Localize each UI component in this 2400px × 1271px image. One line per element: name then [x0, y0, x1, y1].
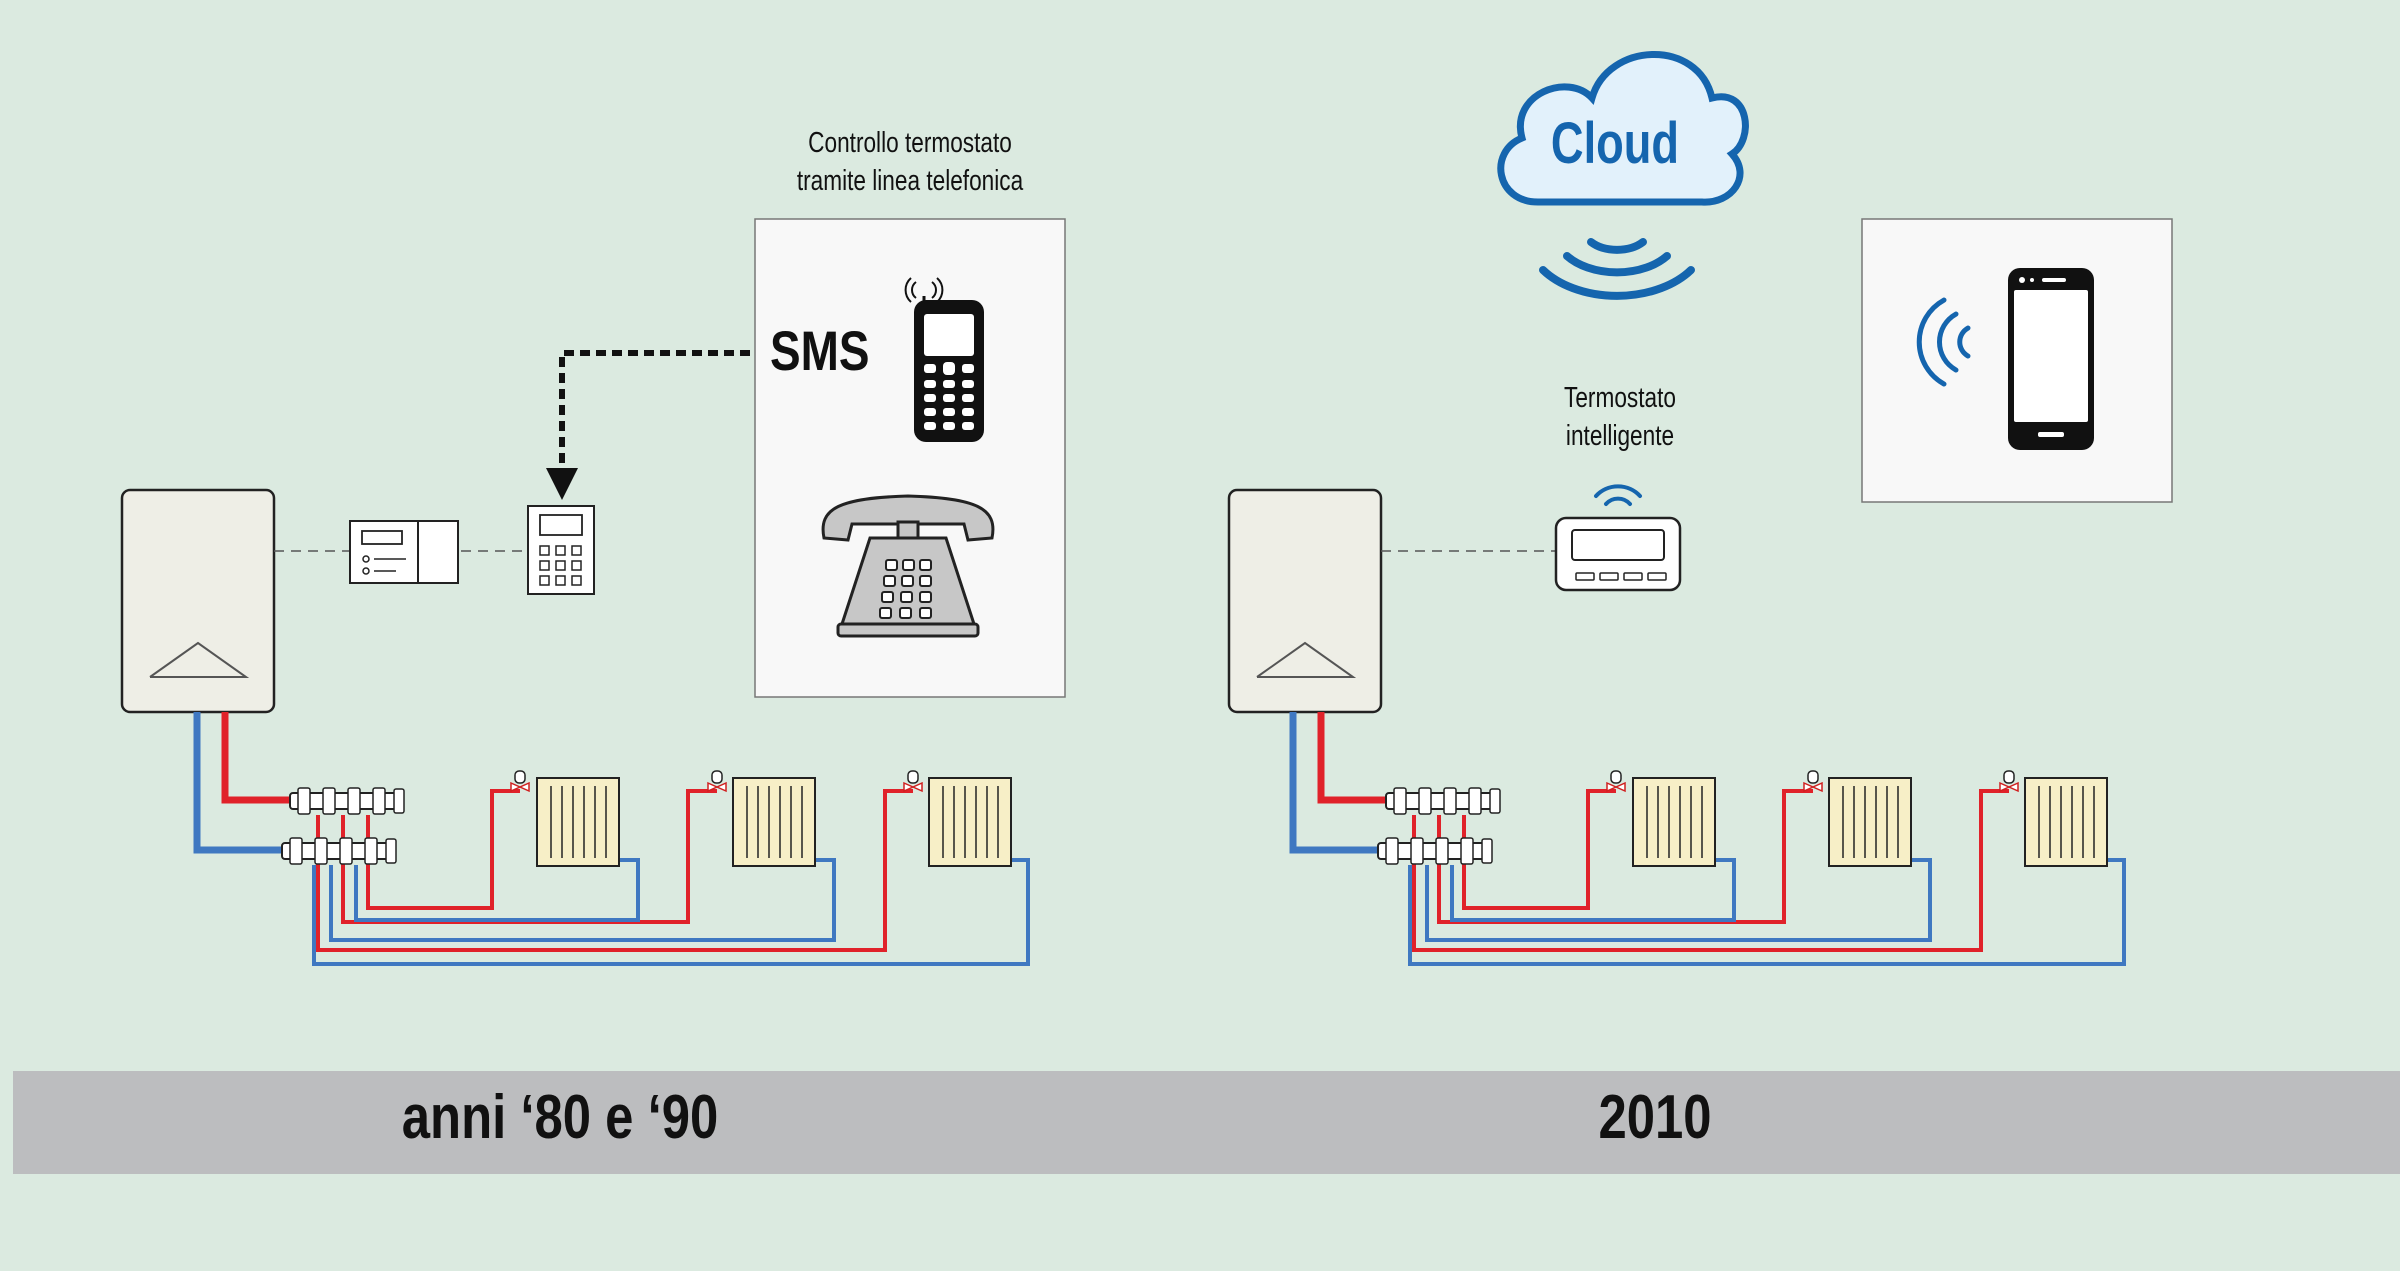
left-era-diagram	[120, 218, 1066, 964]
arrow-head	[546, 468, 578, 500]
smart-thermostat-label: Termostato intelligente	[1464, 379, 1776, 455]
era-left-label: anni ‘80 e ‘90	[401, 1083, 719, 1152]
right-era-diagram	[1227, 51, 2173, 964]
smart-thermostat-icon	[1554, 516, 1682, 592]
smartphone-icon	[2008, 268, 2094, 450]
era-band	[13, 1071, 2400, 1174]
cloud-icon	[1497, 51, 1749, 206]
sms-arrow	[559, 350, 766, 478]
smart-thermostat-line-2: intelligente	[1565, 420, 1675, 452]
phone-line-control-label: Controllo termostato tramite linea telef…	[754, 124, 1066, 200]
heating-system-right	[1293, 712, 2124, 964]
phone-line-control-line-2: tramite linea telefonica	[796, 165, 1024, 197]
smart-thermostat-line-1: Termostato	[1564, 382, 1676, 414]
phone-line-control-line-1: Controllo termostato	[808, 127, 1012, 159]
wifi-icon	[1539, 238, 1695, 300]
boiler-icon	[120, 488, 276, 714]
mobile-phone-icon	[904, 277, 984, 442]
wifi-icon	[1594, 484, 1642, 506]
desk-telephone-icon	[821, 494, 995, 638]
boiler-icon	[1227, 488, 1383, 714]
wifi-icon	[1916, 297, 1971, 387]
era-right-label: 2010	[1598, 1083, 1712, 1152]
wall-thermostat-icon	[349, 520, 459, 584]
keypad-icon	[527, 505, 595, 595]
sms-label: SMS	[770, 319, 870, 382]
heating-system-left	[197, 712, 1028, 964]
cloud-label: Cloud	[1550, 111, 1680, 176]
